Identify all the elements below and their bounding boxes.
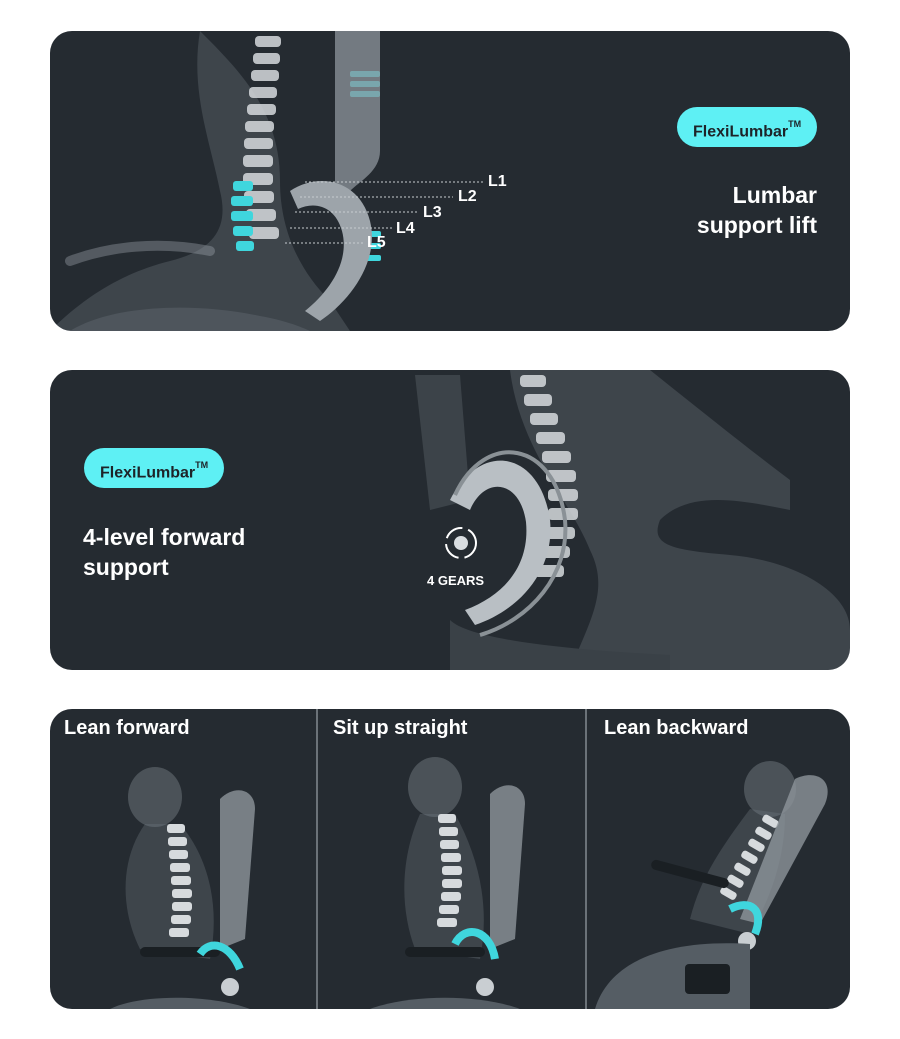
spine-chair-illustration	[415, 370, 850, 670]
section-heading: 4-level forward support	[83, 522, 245, 582]
heading-line-2: support lift	[696, 212, 817, 238]
badge-text: FlexiLumbar	[693, 123, 789, 141]
badge-trademark: TM	[195, 460, 209, 470]
posture-illustrations	[110, 757, 828, 1009]
heading-line-2: support	[83, 554, 169, 580]
column-title-sit-up-straight: Sit up straight	[333, 717, 468, 739]
section-heading: Lumbar support lift	[697, 180, 817, 240]
forward-support-panel: 4 GEARS FlexiLumbarTM 4-level forward su…	[50, 370, 850, 670]
lean-backward-figure	[595, 761, 828, 1009]
gear-icon	[446, 528, 476, 558]
column-title-lean-backward: Lean backward	[604, 717, 749, 739]
level-l2-label: L2	[458, 188, 477, 205]
level-l3-label: L3	[423, 204, 442, 221]
badge-trademark: TM	[788, 119, 802, 129]
column-divider	[316, 709, 318, 1009]
level-l4-label: L4	[396, 220, 415, 237]
badge-text: FlexiLumbar	[100, 464, 196, 482]
sit-straight-figure	[370, 757, 525, 1009]
level-l1-label: L1	[488, 173, 507, 190]
heading-line-1: Lumbar	[732, 182, 817, 208]
column-divider	[585, 709, 587, 1009]
lean-forward-figure	[110, 767, 255, 1009]
gears-label: 4 GEARS	[427, 573, 485, 588]
posture-comparison-panel: Lean forward Sit up straight Lean backwa…	[50, 709, 850, 1009]
column-title-lean-forward: Lean forward	[64, 717, 190, 739]
level-l5-label: L5	[367, 234, 386, 251]
lumbar-lift-panel: L1 L2 L3 L4 L5 FlexiLumbarTM Lumbar supp…	[50, 31, 850, 331]
spine-chair-illustration	[50, 31, 483, 331]
heading-line-1: 4-level forward	[83, 524, 246, 550]
flexilumbar-badge: FlexiLumbarTM	[84, 448, 225, 488]
flexilumbar-badge: FlexiLumbarTM	[677, 107, 818, 147]
